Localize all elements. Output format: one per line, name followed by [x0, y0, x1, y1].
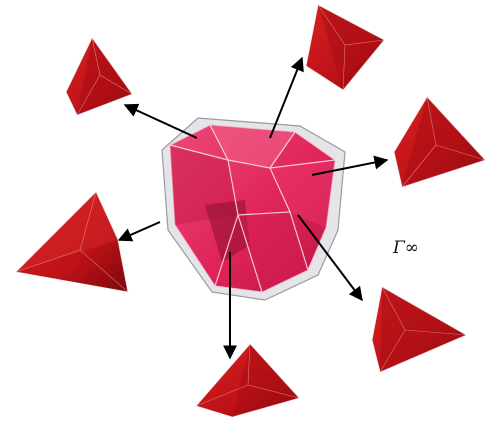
piece-right: [394, 97, 485, 187]
piece-lower-right: [372, 287, 466, 372]
arrow-left: [119, 222, 160, 240]
piece-bottom: [196, 344, 299, 417]
piece-top-left: [66, 38, 132, 115]
gamma-infinity-label: Γ∞: [393, 238, 419, 258]
central-polyhedron: [162, 118, 345, 300]
piece-top-right: [306, 5, 384, 90]
arrow-upper-left: [125, 105, 197, 138]
piece-left: [16, 192, 128, 292]
